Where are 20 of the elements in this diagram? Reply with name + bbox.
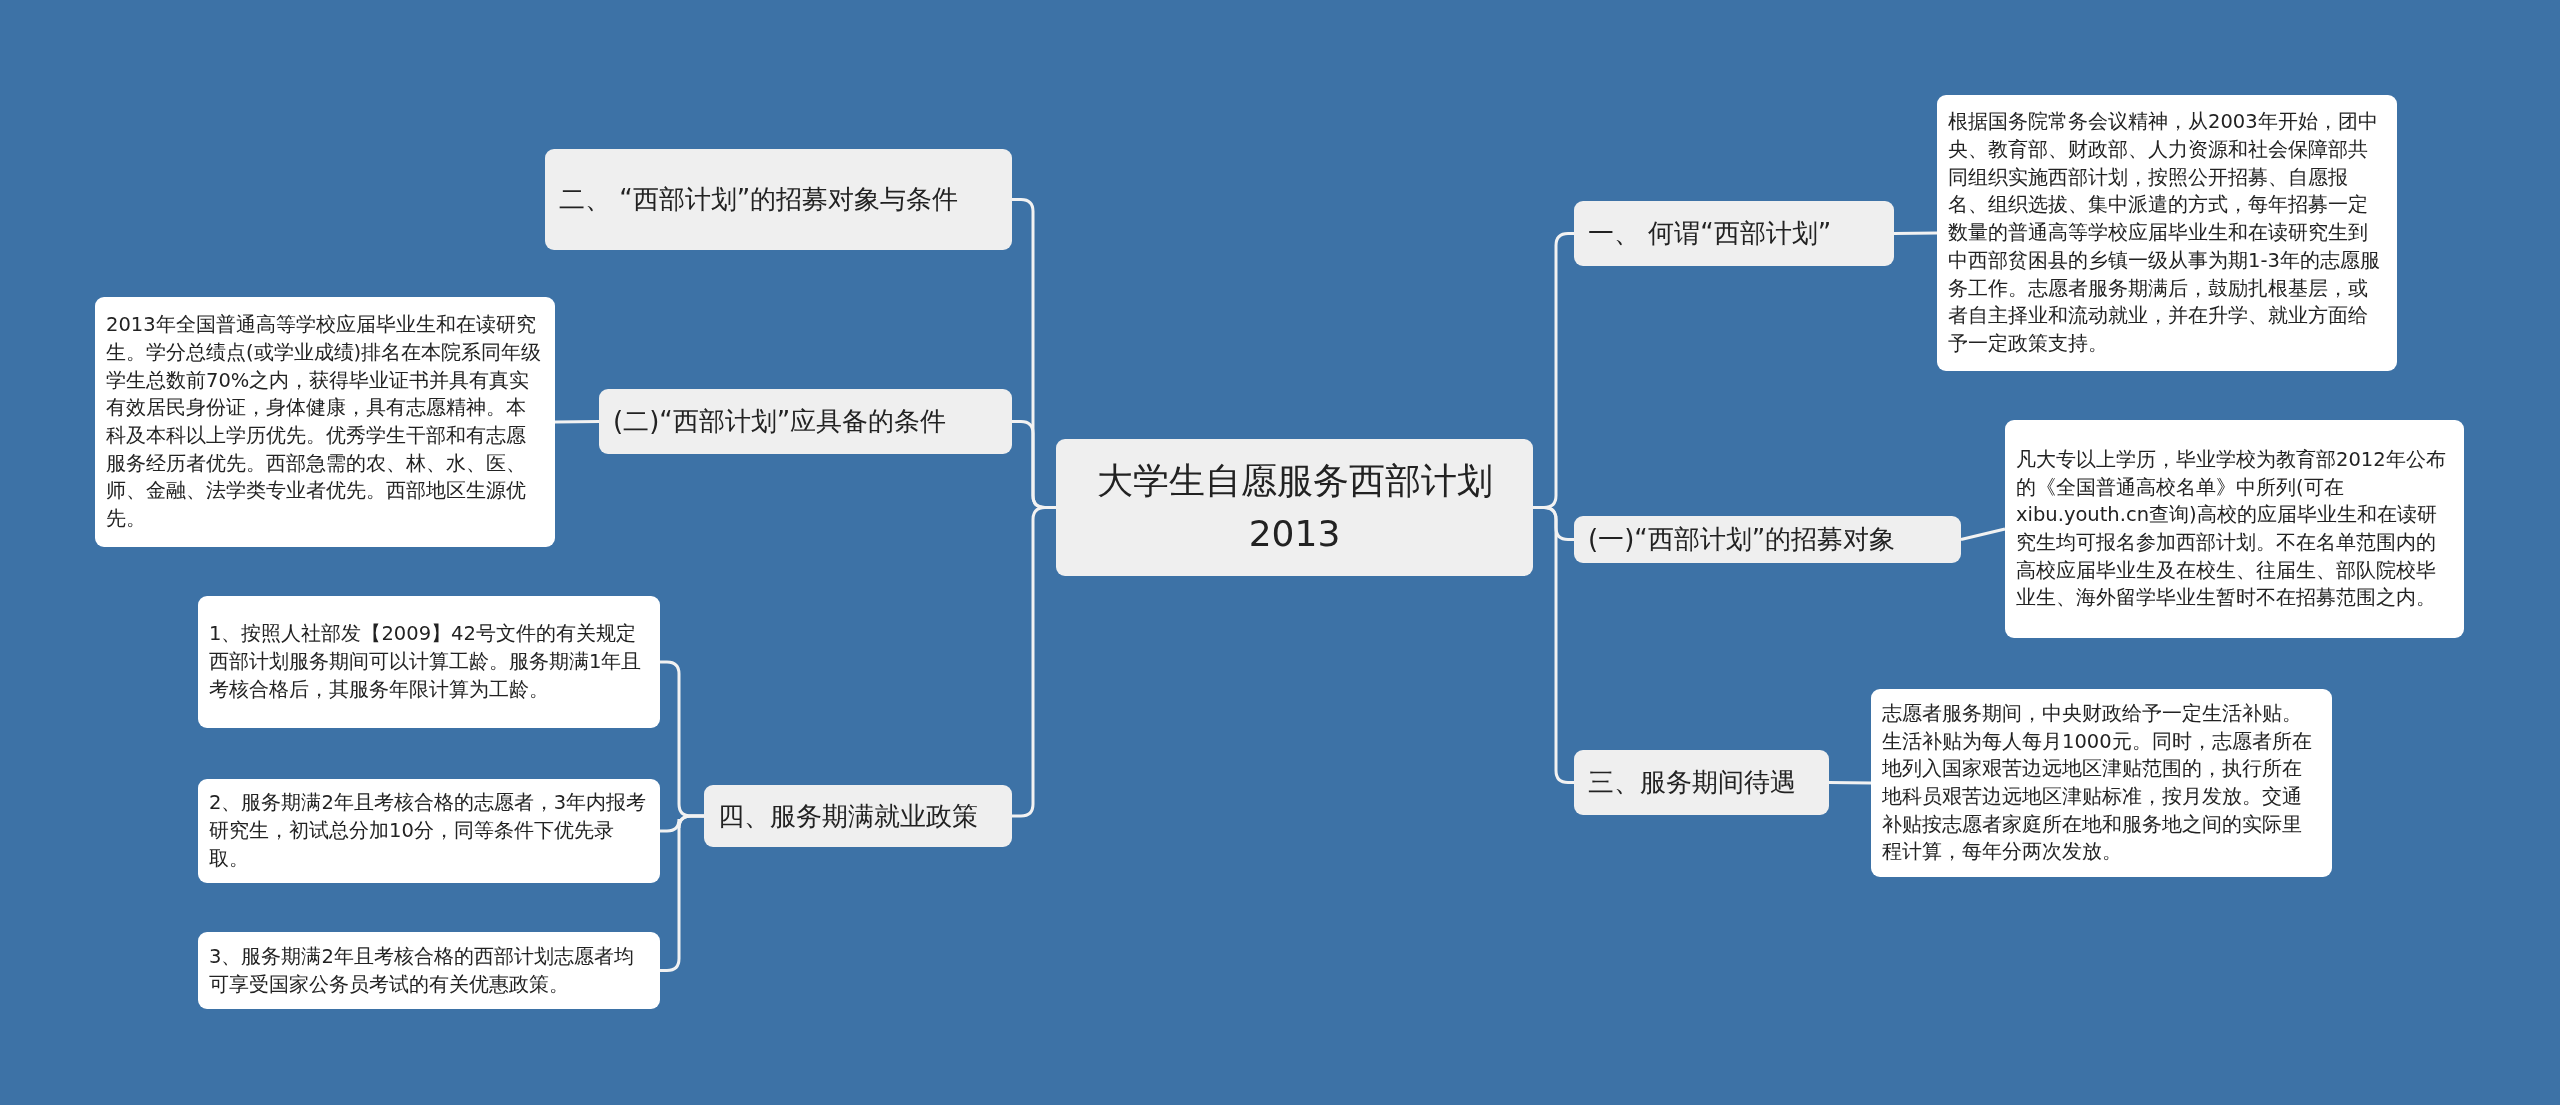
topic-box: (二)“西部计划”应具备的条件: [599, 389, 1012, 454]
note-box: 志愿者服务期间，中央财政给予一定生活补贴。生活补贴为每人每月1000元。同时，志愿者所在地列入国家艰苦边远地区津贴范围的，执行所在地科员艰苦边远地区津贴标准，按月发放。交通补贴按志愿者家庭所在地和服务地之间的实际里程计算，每年分两次发放。: [1871, 689, 2332, 877]
topic-box: 一、 何谓“西部计划”: [1574, 201, 1894, 266]
note-box: 凡大专以上学历，毕业学校为教育部2012年公布的《全国普通高校名单》中所列(可在xibu.youth.cn查询)高校的应届毕业生和在读研究生均可报名参加西部计划。不在名单范围内的高校应届毕业生及在校生、往届生、部队院校毕业生、海外留学毕业生暂时不在招募范围之内。: [2005, 420, 2464, 638]
connector-line: [1829, 781, 1871, 785]
note-box: 2、服务期满2年且考核合格的志愿者，3年内报考研究生，初试总分加10分，同等条件下优先录取。: [198, 779, 660, 883]
connector-line: [1012, 506, 1056, 818]
connector-line: [1960, 527, 2006, 541]
connector-line: [660, 814, 704, 972]
note-box: 3、服务期满2年且考核合格的西部计划志愿者均可享受国家公务员考试的有关优惠政策。: [198, 932, 660, 1009]
note-box: 1、按照人社部发【2009】42号文件的有关规定西部计划服务期间可以计算工龄。服务期满1年且考核合格后，其服务年限计算为工龄。: [198, 596, 660, 728]
connector-line: [555, 420, 599, 424]
topic-box: 三、服务期间待遇: [1574, 750, 1829, 815]
topic-box: 四、服务期满就业政策: [704, 785, 1012, 847]
root-topic-box: 大学生自愿服务西部计划2013: [1056, 439, 1533, 576]
note-box: 根据国务院常务会议精神，从2003年开始，团中央、教育部、财政部、人力资源和社会保障部共同组织实施西部计划，按照公开招募、自愿报名、组织选拔、集中派遣的方式，每年招募一定数量的普通高等学校应届毕业生和在读研究生到中西部贫困县的乡镇一级从事为期1-3年的志愿服务工作。志愿者服务期满后，鼓励扎根基层，或者自主择业和流动就业，并在升学、就业方面给予一定政策支持。: [1937, 95, 2397, 371]
topic-box: 二、 “西部计划”的招募对象与条件: [545, 149, 1012, 250]
connector-line: [1894, 231, 1937, 235]
topic-box: (一)“西部计划”的招募对象: [1574, 516, 1961, 563]
note-box: 2013年全国普通高等学校应届毕业生和在读研究生。学分总绩点(或学业成绩)排名在本院系同年级学生总数前70%之内，获得毕业证书并具有真实有效居民身份证，身体健康，具有志愿精神。本科及本科以上学历优先。优秀学生干部和有志愿服务经历者优先。西部急需的农、林、水、医、师、金融、法学类专业者优先。西部地区生源优先。: [95, 297, 555, 547]
